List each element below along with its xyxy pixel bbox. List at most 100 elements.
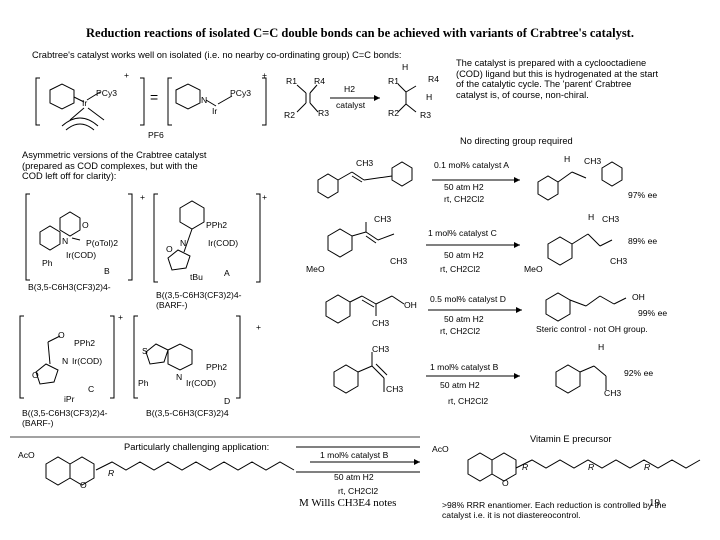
vitamin-cond2: 50 atm H2 [334, 472, 374, 482]
rxn1-prod-ch3: CH3 [584, 156, 602, 166]
rrr-result-note: >98% RRR enantiomer. Each reduction is c… [442, 500, 667, 520]
ir-label-right: Ir [212, 106, 218, 116]
substrate-o: O [80, 480, 87, 490]
intro-text: Crabtree's catalyst works well on isolat… [32, 50, 402, 60]
rxn4-sub-ch3-bottom: CH3 [386, 384, 404, 394]
product-r3-label: R3 [420, 110, 431, 120]
cat-a-pph2: PPh2 [206, 220, 228, 230]
cat-d-ir: Ir(COD) [186, 378, 217, 388]
page-title: Reduction reactions of isolated C=C doub… [86, 26, 634, 40]
cat-c-o: O [32, 370, 39, 380]
rxn1-prod-h: H [564, 154, 571, 164]
cat-d-ph: Ph [138, 378, 149, 388]
product-r2: R [588, 462, 595, 472]
product-r2-label: R2 [388, 108, 399, 118]
rxn4-cond2: 50 atm H2 [440, 380, 480, 390]
vitamin-cond3: rt, CH2Cl2 [338, 486, 379, 496]
vitamin-e-precursor-label: Vitamin E precursor [530, 434, 612, 444]
cat-c-ir: Ir(COD) [72, 356, 103, 366]
asymmetric-note: Asymmetric versions of the Crabtree cata… [22, 150, 207, 182]
general-alkene [296, 84, 380, 113]
cat-c-ipr: iPr [64, 394, 75, 404]
rxn4-prod-ch3: CH3 [604, 388, 622, 398]
rxn3-prod-oh: OH [632, 292, 645, 302]
rxn2-prod-ch3-top: CH3 [602, 214, 620, 224]
substrate-aco: AcO [18, 450, 35, 460]
rxn3-ee: 99% ee [638, 308, 668, 318]
rxn3-cond2: 50 atm H2 [444, 314, 484, 324]
rxn4-ee: 92% ee [624, 368, 654, 378]
cat-c-pph2: PPh2 [74, 338, 96, 348]
rxn1-sub-ch3: CH3 [356, 158, 374, 168]
product-aco: AcO [432, 444, 449, 454]
r2-label: R2 [284, 110, 295, 120]
r1-label: R1 [286, 76, 297, 86]
product-r1-label: R1 [388, 76, 399, 86]
product-h-top: H [402, 62, 409, 72]
catalyst-c-structure [19, 315, 115, 399]
pcy3-label-right: PCy3 [230, 88, 252, 98]
cat-b-ptol: P(oTol)2 [86, 238, 118, 248]
cat-a-o: O [166, 244, 173, 254]
rxn2-sub-ch3-right: CH3 [390, 256, 408, 266]
cat-b-n: N [62, 236, 69, 246]
rxn1-cond3: rt, CH2Cl2 [444, 194, 485, 204]
rxn3-cond3: rt, CH2Cl2 [440, 326, 481, 336]
rxn3-sub-ch3: CH3 [372, 318, 390, 328]
no-directing-group-label: No directing group required [460, 136, 573, 146]
rxn4-cond3: rt, CH2Cl2 [448, 396, 489, 406]
cat-d-plus: + [256, 322, 262, 332]
rxn2-ee: 89% ee [628, 236, 658, 246]
reaction-1-structures [317, 161, 623, 201]
r3-label: R3 [318, 108, 329, 118]
cat-c-n: N [62, 356, 69, 366]
rxn3-cond1: 0.5 mol% catalyst D [430, 294, 506, 304]
rxn1-ee: 97% ee [628, 190, 658, 200]
charge-plus-left: + [124, 70, 130, 80]
cat-a-ir: Ir(COD) [208, 238, 239, 248]
vitamin-e-substrate [45, 446, 420, 486]
cat-b-ph: Ph [42, 258, 53, 268]
cat-a-tbu: tBu [190, 272, 203, 282]
rxn2-sub-ch3-top: CH3 [374, 214, 392, 224]
rxn2-prod-meo: MeO [524, 264, 543, 274]
cat-c-o2: O [58, 330, 65, 340]
catalyst-b-structure [25, 193, 133, 281]
vitamin-e-product [467, 452, 701, 482]
cat-c-plus: + [118, 312, 124, 322]
rxn3-sub-oh: OH [404, 300, 417, 310]
product-o: O [502, 478, 509, 488]
cat-b-o: O [82, 220, 89, 230]
rxn2-meo: MeO [306, 264, 325, 274]
product-r3: R [644, 462, 651, 472]
rxn4-cond1: 1 mol% catalyst B [430, 362, 499, 372]
product-r4-label: R4 [428, 74, 439, 84]
cat-c-label: C [88, 384, 95, 394]
cat-b-anion: B(3,5-C6H3(CF3)2)4- [28, 282, 111, 292]
vitamin-cond1: 1 mol% catalyst B [320, 450, 389, 460]
rxn2-prod-h: H [588, 212, 595, 222]
cat-a-plus: + [262, 192, 268, 202]
product-r1: R [522, 462, 529, 472]
rxn3-steric-note: Steric control - not OH group. [536, 324, 648, 334]
cat-d-n: N [176, 372, 183, 382]
charge-plus-right: + [262, 70, 268, 80]
cat-b-ir: Ir(COD) [66, 250, 97, 260]
general-alkane [397, 83, 417, 113]
ir-label-left: Ir [82, 98, 88, 108]
substrate-r: R [108, 468, 115, 478]
cat-b-label: B [104, 266, 110, 276]
rxn2-cond1: 1 mol% catalyst C [428, 228, 497, 238]
reaction-2-structures [327, 222, 613, 266]
rxn4-prod-h: H [598, 342, 605, 352]
cat-a-label: A [224, 268, 230, 278]
rxn2-cond2: 50 atm H2 [444, 250, 484, 260]
reaction-4-structures [333, 352, 607, 394]
cat-c-anion: B((3,5-C6H3(CF3)2)4- (BARF-) [22, 408, 108, 428]
rxn1-cond2: 50 atm H2 [444, 182, 484, 192]
h2-label: H2 [344, 84, 355, 94]
footer-credit: M Wills CH3E4 notes [299, 497, 397, 509]
cat-b-plus: + [140, 192, 146, 202]
cat-a-n: N [180, 238, 187, 248]
